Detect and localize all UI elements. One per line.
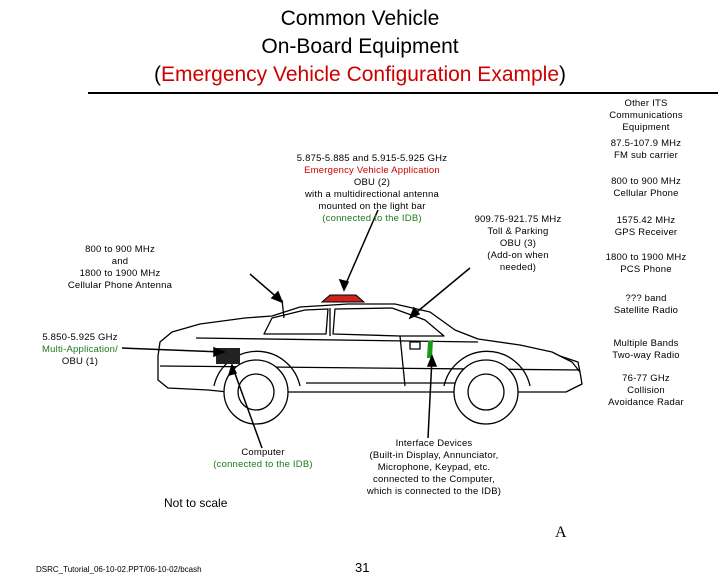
leader-lines bbox=[121, 209, 471, 449]
computer-name: Computer bbox=[241, 447, 285, 458]
satellite-band: ??? band bbox=[625, 293, 667, 304]
leader-multi bbox=[121, 347, 223, 353]
computer-label: Computer (connected to the IDB) bbox=[190, 447, 336, 471]
cell-antenna-label: 800 to 900 MHz and 1800 to 1900 MHz Cell… bbox=[40, 244, 200, 292]
toll-freq: 909.75-921.75 MHz bbox=[474, 214, 562, 225]
dsrc-antenna-desc-1: with a multidirectional antenna bbox=[305, 189, 439, 200]
iface-line-5: which is connected to the IDB) bbox=[366, 486, 502, 497]
car-rear-wheel bbox=[223, 359, 289, 425]
collision-radar-label: 76-77 GHz Collision Avoidance Radar bbox=[594, 373, 698, 409]
car-window-rear bbox=[263, 308, 329, 335]
gps-freq: 1575.42 MHz bbox=[616, 215, 676, 226]
gps-name: GPS Receiver bbox=[614, 227, 678, 238]
toll-obu-number: OBU (3) bbox=[499, 238, 537, 249]
cellular-name: Cellular Phone bbox=[613, 188, 679, 199]
car-front-wheel bbox=[453, 359, 519, 425]
car-outline-group bbox=[157, 299, 583, 425]
multi-app-freq: 5.850-5.925 GHz bbox=[42, 332, 118, 343]
radar-freq: 76-77 GHz bbox=[622, 373, 670, 384]
arrow-iface bbox=[426, 353, 438, 367]
two-way-radio-name: Two-way Radio bbox=[612, 350, 680, 361]
toll-name: Toll & Parking bbox=[487, 226, 549, 237]
satellite-name: Satellite Radio bbox=[613, 305, 679, 316]
cell-antenna-line-1: 800 to 900 MHz bbox=[85, 244, 155, 255]
satellite-radio-label: ??? band Satellite Radio bbox=[594, 293, 698, 317]
toll-addon-2: needed) bbox=[499, 262, 537, 273]
iface-line-3: Microphone, Keypad, etc. bbox=[377, 462, 491, 473]
gps-receiver-label: 1575.42 MHz GPS Receiver bbox=[594, 215, 698, 239]
other-its-header: Other ITS Communications Equipment bbox=[594, 98, 698, 134]
light-bar bbox=[320, 294, 366, 303]
arrow-cell bbox=[270, 290, 284, 304]
slide-mark: A bbox=[555, 524, 567, 541]
leader-computer bbox=[232, 367, 263, 449]
dsrc-antenna-desc-2: mounted on the light bar bbox=[318, 201, 426, 212]
car-rear-hub bbox=[237, 373, 275, 411]
dsrc-obu-label: 5.875-5.885 and 5.915-5.925 GHz Emergenc… bbox=[274, 153, 470, 225]
car-rear-arch bbox=[213, 350, 301, 387]
arrow-dsrc bbox=[338, 278, 350, 292]
title-line-1: Common Vehicle bbox=[280, 7, 440, 30]
toll-obu-label: 909.75-921.75 MHz Toll & Parking OBU (3)… bbox=[458, 214, 578, 274]
car-grille bbox=[559, 355, 581, 373]
toll-obu-marker bbox=[427, 340, 433, 358]
cellular-phone-label: 800 to 900 MHz Cellular Phone bbox=[594, 176, 698, 200]
toll-addon-1: (Add-on when bbox=[487, 250, 549, 261]
other-its-line-3: Equipment bbox=[622, 122, 670, 133]
two-way-radio-label: Multiple Bands Two-way Radio bbox=[594, 338, 698, 362]
iface-line-1: Interface Devices bbox=[395, 438, 473, 449]
fm-freq: 87.5-107.9 MHz bbox=[610, 138, 682, 149]
cell-antenna bbox=[281, 299, 285, 319]
multi-app-name: Multi-Application/ bbox=[42, 344, 118, 355]
dsrc-obu-number: OBU (2) bbox=[353, 177, 391, 188]
dsrc-connection-text: (connected to the IDB) bbox=[322, 213, 422, 224]
title-subtitle: Emergency Vehicle Configuration Example bbox=[160, 63, 560, 86]
title-paren-close: ) bbox=[559, 63, 567, 86]
dsrc-freq: 5.875-5.885 and 5.915-5.925 GHz bbox=[296, 153, 448, 164]
car-front-hub bbox=[467, 373, 505, 411]
multi-app-obu-number: OBU (1) bbox=[61, 356, 99, 367]
leader-dsrc bbox=[343, 209, 379, 289]
fm-subcarrier-label: 87.5-107.9 MHz FM sub carrier bbox=[594, 138, 698, 162]
two-way-radio-band: Multiple Bands bbox=[613, 338, 679, 349]
car-mirror bbox=[409, 341, 421, 350]
arrow-toll bbox=[408, 306, 421, 320]
dsrc-application: Emergency Vehicle Application bbox=[304, 165, 440, 176]
cellular-freq: 800 to 900 MHz bbox=[611, 176, 681, 187]
fm-name: FM sub carrier bbox=[613, 150, 679, 161]
pcs-freq: 1800 to 1900 MHz bbox=[605, 252, 687, 263]
computer-connection: (connected to the IDB) bbox=[213, 459, 313, 470]
iface-line-4: connected to the Computer, bbox=[373, 474, 495, 485]
cell-antenna-line-2: and bbox=[111, 256, 129, 267]
other-its-line-2: Communications bbox=[609, 110, 683, 121]
arrow-multi bbox=[213, 346, 227, 358]
radar-name-2: Avoidance Radar bbox=[608, 397, 684, 408]
car-door-line bbox=[399, 335, 406, 387]
footer-filename: DSRC_Tutorial_06-10-02.PPT/06-10-02/bcas… bbox=[36, 565, 202, 574]
other-its-line-1: Other ITS bbox=[624, 98, 668, 109]
car-window-front bbox=[332, 307, 445, 337]
car-side-trim bbox=[159, 365, 581, 371]
title-rule bbox=[88, 92, 718, 94]
title-line-3: (Emergency Vehicle Configuration Example… bbox=[0, 61, 720, 88]
pcs-name: PCS Phone bbox=[620, 264, 672, 275]
title-line-2: On-Board Equipment bbox=[261, 35, 459, 58]
scale-note: Not to scale bbox=[164, 496, 228, 510]
dsrc-connection: (connected to the IDB) bbox=[274, 213, 470, 225]
title-paren-open: ( bbox=[153, 63, 161, 86]
cell-antenna-line-4: Cellular Phone Antenna bbox=[67, 280, 173, 291]
arrow-computer bbox=[227, 362, 238, 377]
page-number: 31 bbox=[355, 560, 370, 575]
leader-iface bbox=[427, 357, 433, 439]
radar-name-1: Collision bbox=[627, 385, 665, 396]
pcs-phone-label: 1800 to 1900 MHz PCS Phone bbox=[594, 252, 698, 276]
interface-devices-label: Interface Devices (Built-in Display, Ann… bbox=[348, 438, 520, 498]
iface-line-2: (Built-in Display, Annunciator, bbox=[369, 450, 499, 461]
car-front-arch bbox=[443, 350, 531, 387]
cell-antenna-line-3: 1800 to 1900 MHz bbox=[79, 268, 161, 279]
multi-app-obu-label: 5.850-5.925 GHz Multi-Application/ OBU (… bbox=[28, 332, 132, 368]
leader-toll bbox=[411, 267, 471, 317]
